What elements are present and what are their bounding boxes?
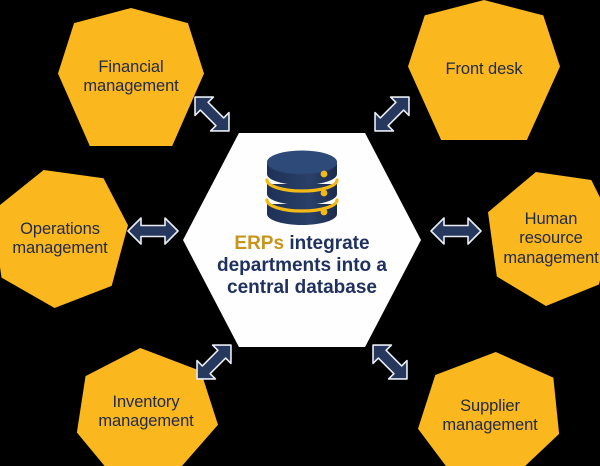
heptagon-shape bbox=[408, 0, 560, 140]
connector-operations-management-arrow bbox=[127, 217, 179, 245]
connector-human-resource-management-arrow bbox=[430, 217, 482, 245]
node-human-resource-management[interactable]: Human resource management bbox=[488, 172, 600, 306]
node-label: Front desk bbox=[445, 60, 523, 79]
node-label: Inventory management bbox=[98, 392, 194, 430]
node-front-desk[interactable]: Front desk bbox=[408, 0, 560, 140]
center-caption-highlight: ERPs bbox=[234, 233, 285, 254]
heptagon-shape bbox=[0, 170, 128, 308]
node-supplier-management[interactable]: Supplier management bbox=[418, 352, 562, 466]
heptagon-shape bbox=[58, 8, 204, 146]
node-operations-management[interactable]: Operations management bbox=[0, 170, 128, 308]
connector-inventory-management-arrow bbox=[196, 344, 232, 380]
center-hexagon: ERPs integrate departments into a centra… bbox=[183, 133, 421, 347]
center-caption-rest: integrate departments into a central dat… bbox=[217, 233, 387, 299]
node-inventory-management[interactable]: Inventory management bbox=[74, 348, 218, 466]
database-icon bbox=[265, 150, 339, 225]
node-financial-management[interactable]: Financial management bbox=[58, 8, 204, 146]
connector-supplier-management-arrow bbox=[372, 344, 408, 380]
connector-front-desk-arrow bbox=[374, 96, 410, 132]
connector-financial-management-arrow bbox=[194, 96, 230, 132]
node-label: Operations management bbox=[12, 219, 108, 257]
node-label: Financial management bbox=[83, 57, 179, 95]
node-label: Supplier management bbox=[442, 396, 538, 434]
node-label: Human resource management bbox=[503, 209, 599, 267]
center-caption: ERPs integrate departments into a centra… bbox=[212, 233, 392, 300]
